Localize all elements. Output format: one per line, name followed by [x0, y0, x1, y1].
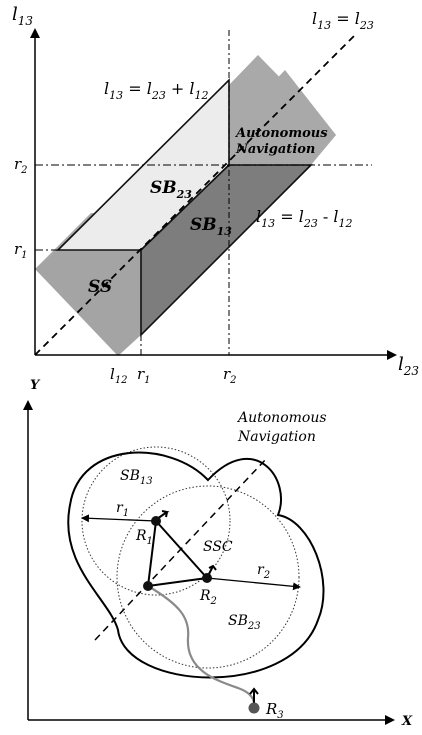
axis-y-label: l13 — [12, 4, 33, 28]
upper-equation: l13 = l23 + l12 — [104, 79, 209, 102]
tick-r2-x: r2 — [223, 365, 237, 386]
robot-r3-label: R3 — [265, 700, 284, 721]
region-autonomous — [229, 55, 336, 165]
tick-l12-x: l12 — [110, 365, 128, 386]
sb23-label: SB23 — [150, 178, 192, 201]
bottom-axis-x-label: X — [401, 714, 413, 729]
robot-r-left — [143, 581, 153, 591]
tick-r2-y: r2 — [14, 155, 28, 176]
link-r2-r3 — [147, 577, 208, 587]
top-diagram: l13 l23 l13 = l23 l13 = l23 + l12 l13 = … — [12, 4, 419, 386]
bottom-diagram: Y X Autonomous Navigation SB13 SB23 — [23, 378, 413, 729]
diagonal-label: l13 = l23 — [312, 9, 374, 32]
outer-boundary — [67, 451, 325, 679]
sb23-circle-label: SB23 — [228, 613, 261, 632]
robot-r1-label: R1 — [135, 528, 153, 547]
r1-radius-label: r1 — [116, 500, 129, 519]
ss-label: SS — [88, 277, 112, 297]
tick-r1-x: r1 — [137, 365, 151, 386]
lower-equation: l13 = l23 - l12 — [256, 207, 353, 230]
robot-r2 — [202, 573, 212, 583]
bottom-axis-y-label: Y — [30, 378, 41, 393]
radius-r1-arrow — [81, 514, 157, 523]
autonomous-label-line1: Autonomous — [234, 126, 328, 141]
robot-r2-label: R2 — [199, 588, 217, 607]
bottom-autonomous-line1: Autonomous — [236, 410, 327, 426]
robot-r3 — [248, 702, 260, 714]
heading-r1 — [156, 510, 170, 520]
link-r1-r3 — [147, 520, 157, 587]
r2-radius-label: r2 — [257, 562, 270, 581]
axis-x-label: l23 — [398, 354, 419, 378]
link-r1-r2 — [155, 520, 208, 579]
circle-sb23 — [116, 485, 300, 669]
diagonal-line — [34, 34, 356, 356]
bottom-autonomous-line2: Navigation — [237, 429, 316, 445]
sb13-label: SB13 — [190, 215, 232, 238]
radius-r2-arrow — [206, 577, 301, 591]
robot-path — [147, 585, 256, 708]
autonomous-label-line2: Navigation — [235, 142, 315, 157]
ssc-label: SSC — [203, 539, 233, 555]
sb13-circle-label: SB13 — [120, 468, 153, 487]
tick-r1-y: r1 — [14, 240, 28, 261]
robot-r1 — [151, 516, 161, 526]
